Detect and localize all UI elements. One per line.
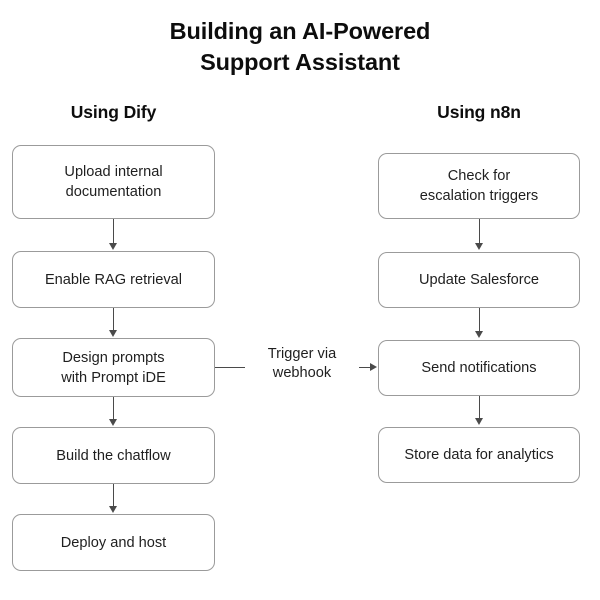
connector-notifications-to-store — [479, 396, 480, 419]
node-enable-rag-retrieval[interactable]: Enable RAG retrieval — [12, 251, 215, 308]
arrowhead-down-icon — [475, 243, 483, 250]
arrowhead-down-icon — [109, 330, 117, 337]
node-design-prompts-with-prompt-ide[interactable]: Design prompts with Prompt iDE — [12, 338, 215, 397]
node-label: Deploy and host — [60, 534, 167, 551]
node-label: Design prompts with Prompt iDE — [61, 349, 166, 386]
node-upload-internal-documentation[interactable]: Upload internal documentation — [12, 145, 215, 219]
connector-upload-to-rag — [113, 219, 114, 244]
node-label: Enable RAG retrieval — [44, 271, 183, 288]
column-header-n8n: Using n8n — [437, 102, 521, 122]
node-label: Send notifications — [421, 360, 537, 376]
page-title-line-1: Building an AI-Powered — [169, 18, 431, 44]
connector-escalation-to-salesforce — [479, 219, 480, 244]
node-update-salesforce[interactable]: Update Salesforce — [378, 252, 580, 308]
node-label: Upload internal documentation — [64, 164, 163, 200]
connector-salesforce-to-notifications — [479, 308, 480, 332]
node-label: Check for escalation triggers — [419, 168, 539, 204]
node-send-notifications[interactable]: Send notifications — [378, 340, 580, 396]
page-title: Building an AI-Powered Support Assistant — [0, 16, 600, 78]
arrowhead-down-icon — [475, 418, 483, 425]
column-header-dify: Using Dify — [70, 102, 157, 122]
connector-rag-to-prompts — [113, 308, 114, 331]
arrowhead-right-icon — [370, 363, 377, 371]
edge-label-trigger-via-webhook: Trigger via webhook — [245, 345, 359, 383]
node-store-data-for-analytics[interactable]: Store data for analytics — [378, 427, 580, 483]
node-check-for-escalation-triggers[interactable]: Check for escalation triggers — [378, 153, 580, 219]
connector-chatflow-to-deploy — [113, 484, 114, 507]
node-label: Update Salesforce — [418, 272, 540, 288]
arrowhead-down-icon — [109, 506, 117, 513]
node-label: Build the chatflow — [56, 447, 171, 464]
connector-prompts-to-chatflow — [113, 397, 114, 420]
node-build-the-chatflow[interactable]: Build the chatflow — [12, 427, 215, 484]
page-title-line-2: Support Assistant — [200, 49, 400, 75]
arrowhead-down-icon — [109, 419, 117, 426]
node-deploy-and-host[interactable]: Deploy and host — [12, 514, 215, 571]
node-label: Store data for analytics — [404, 447, 554, 463]
arrowhead-down-icon — [109, 243, 117, 250]
arrowhead-down-icon — [475, 331, 483, 338]
